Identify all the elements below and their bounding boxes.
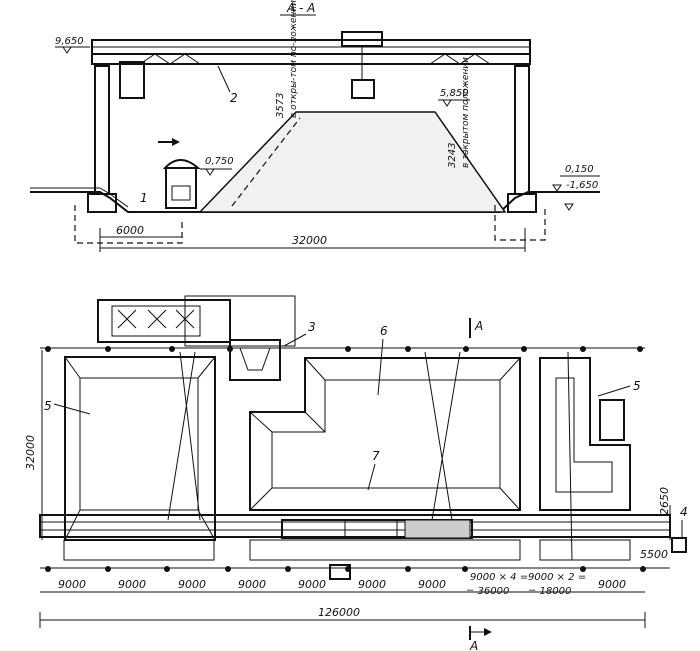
bay-dim-6: 9000 <box>358 578 386 591</box>
callout-3: 3 <box>308 320 316 334</box>
elevation-bridge: 5,850 <box>438 88 470 107</box>
dim-span: 32000 <box>292 234 327 247</box>
rail-track <box>39 514 671 580</box>
storage-bay-right: 5 <box>539 357 641 511</box>
pile-note-open: в откры-том по-ложении <box>289 0 299 118</box>
group-dim-right-2: = 18000 <box>528 586 571 597</box>
plan-side-dims: 2650 5500 4 <box>640 487 688 561</box>
elevation-hopper: 0,750 <box>200 156 234 176</box>
section-title: А - А <box>286 1 315 15</box>
column-row-bottom <box>40 566 670 572</box>
operator-cabin <box>119 61 145 99</box>
bay-dim-3: 9000 <box>178 578 206 591</box>
receiving-station: 3 <box>97 295 316 381</box>
grab-bucket <box>351 79 375 99</box>
receiving-hopper: 1 <box>140 138 201 209</box>
callout-hopper: 1 <box>140 191 148 205</box>
hopper-3 <box>229 339 281 381</box>
station-outer <box>97 299 231 343</box>
callout-5-left: 5 <box>44 399 52 413</box>
svg-text:32000: 32000 <box>24 435 37 470</box>
rail-car <box>329 564 351 580</box>
callout-crane: 2 <box>230 91 238 105</box>
group-dim-right-1: 9000 × 2 = <box>528 572 586 583</box>
callout-7: 7 <box>372 449 380 463</box>
callout-4: 4 <box>680 505 688 519</box>
plan-width-dim: 32000 <box>24 350 43 540</box>
svg-text:5,850: 5,850 <box>440 88 469 99</box>
callout-6: 6 <box>380 324 388 338</box>
material-pile <box>198 111 507 213</box>
section-mark-top: А <box>474 319 483 333</box>
column-row-top <box>40 346 645 352</box>
bay-dim-5: 9000 <box>298 578 326 591</box>
section-mark-bottom: А <box>469 639 478 651</box>
bay-dim-7: 9000 <box>418 578 446 591</box>
svg-text:-1,650: -1,650 <box>566 180 598 191</box>
plan-view: 3 А 5 <box>24 295 688 651</box>
group-dim-center-2: = 36000 <box>466 586 509 597</box>
drive-unit <box>671 537 687 553</box>
svg-text:126000: 126000 <box>318 606 360 619</box>
section-dims: 6000 32000 <box>99 224 526 252</box>
total-length-dim: 126000 <box>39 606 646 628</box>
bay-dims: 9000 9000 9000 9000 9000 9000 9000 9000 … <box>40 572 645 597</box>
storage-bay-center: 6 7 <box>249 324 521 511</box>
callout-5-right: 5 <box>633 379 641 393</box>
svg-text:2650: 2650 <box>658 487 671 515</box>
bay-dim-4: 9000 <box>238 578 266 591</box>
svg-text:0,750: 0,750 <box>205 156 234 167</box>
elevation-ground-right: 0,150 -1,650 <box>552 164 600 211</box>
elevation-top: 9,650 <box>55 36 90 54</box>
foundation-right <box>494 205 546 241</box>
svg-text:0,150: 0,150 <box>565 164 594 175</box>
pile-height-open: 3573 <box>275 93 286 118</box>
column-left <box>94 65 110 195</box>
section-view: А - А 9,650 2 <box>30 0 600 252</box>
column-right <box>514 65 530 195</box>
crane-bridge: 2 <box>91 31 531 105</box>
pile-closed-contour <box>231 117 301 207</box>
group-dim-right-bay: 9000 <box>598 578 626 591</box>
bay-dim-2: 9000 <box>118 578 146 591</box>
group-dim-center-1: 9000 × 4 = <box>470 572 528 583</box>
crane-paths <box>167 351 573 561</box>
grab-storage <box>599 399 625 441</box>
svg-text:9,650: 9,650 <box>55 36 84 47</box>
bay-dim-1: 9000 <box>58 578 86 591</box>
pile-height-closed: 3243 <box>447 143 458 168</box>
svg-text:5500: 5500 <box>640 548 668 561</box>
dim-left-offset: 6000 <box>116 224 144 237</box>
pile-note-closed: в закрытом положении <box>461 57 471 168</box>
foundation-left <box>74 205 183 244</box>
